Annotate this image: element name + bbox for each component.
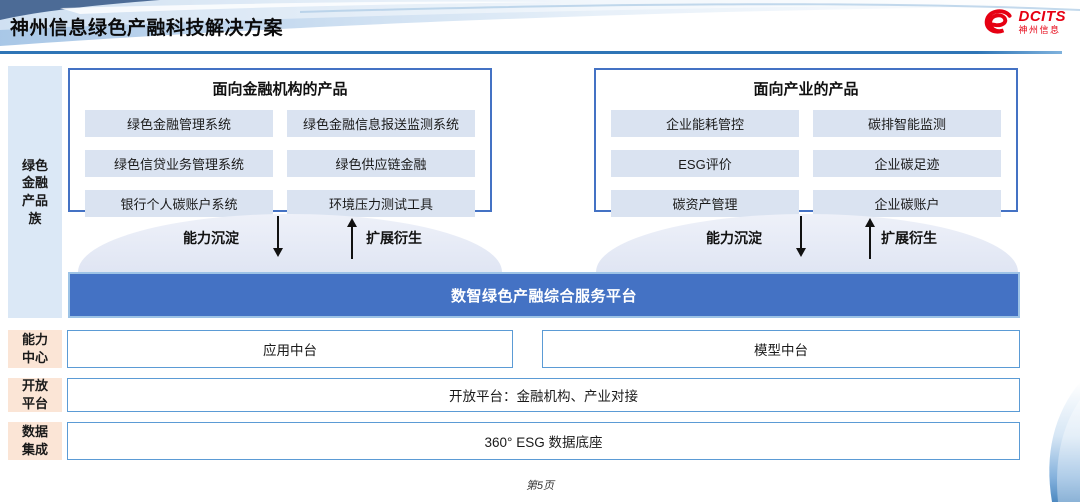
row-label: 模型中台 [754, 343, 808, 358]
sidebar-green-finance-family: 绿色金融产品族 [8, 66, 62, 318]
logo-subtitle: 神州信息 [1018, 25, 1061, 35]
left-dome-decoration [78, 214, 502, 272]
finance-products-box: 面向金融机构的产品 绿色金融管理系统 绿色金融信息报送监测系统 绿色信贷业务管理… [68, 68, 492, 217]
app-middle-platform-box: 应用中台 [67, 330, 513, 368]
row-label: 应用中台 [263, 343, 317, 358]
product-chip: 碳资产管理 [611, 190, 799, 217]
industry-products-box: 面向产业的产品 企业能耗管控 碳排智能监测 ESG评价 企业碳足迹 碳资产管理 … [594, 68, 1018, 217]
platform-bar: 数智绿色产融综合服务平台 [68, 272, 1020, 318]
platform-title: 数智绿色产融综合服务平台 [450, 287, 637, 305]
right-extend-label: 扩展衍生 [881, 230, 937, 246]
company-logo: DCITS 神州信息 [981, 7, 1067, 37]
finance-box-grid: 绿色金融管理系统 绿色金融信息报送监测系统 绿色信贷业务管理系统 绿色供应链金融… [70, 110, 490, 217]
product-chip: 企业碳账户 [813, 190, 1001, 217]
sidebar-data-integration: 数据集成 [8, 422, 62, 460]
model-middle-platform-box: 模型中台 [542, 330, 1020, 368]
product-chip: 银行个人碳账户系统 [85, 190, 273, 217]
title-underline [0, 51, 1062, 54]
product-chip: ESG评价 [611, 150, 799, 177]
dcits-swirl-icon [984, 9, 1012, 34]
sidebar-label: 绿色金融产品族 [21, 157, 48, 226]
esg-data-base-box: 360° ESG 数据底座 [67, 422, 1020, 460]
sidebar-open-platform: 开放平台 [8, 378, 62, 412]
dome-shape [78, 214, 502, 272]
sidebar-label: 能力中心 [21, 332, 48, 365]
product-chip: 碳排智能监测 [813, 110, 1001, 137]
sidebar-capability-center: 能力中心 [8, 330, 62, 368]
left-sink-label: 能力沉淀 [183, 230, 239, 246]
up-arrow-icon [347, 218, 357, 259]
product-chip: 绿色信贷业务管理系统 [85, 150, 273, 177]
right-sink-label: 能力沉淀 [706, 230, 762, 246]
left-extend-label: 扩展衍生 [366, 230, 422, 246]
row-label: 开放平台：金融机构、产业对接 [449, 389, 638, 404]
page-title: 神州信息绿色产融科技解决方案 [10, 18, 284, 39]
dome-shape [596, 214, 1018, 272]
logo-text: DCITS 神州信息 [1019, 9, 1067, 35]
page-number: 第5页 [525, 480, 555, 492]
industry-box-title: 面向产业的产品 [753, 81, 859, 98]
up-arrow-icon [865, 218, 875, 259]
product-chip: 绿色金融信息报送监测系统 [287, 110, 475, 137]
industry-box-grid: 企业能耗管控 碳排智能监测 ESG评价 企业碳足迹 碳资产管理 企业碳账户 [596, 110, 1016, 217]
product-chip: 环境压力测试工具 [287, 190, 475, 217]
row-label: 360° ESG 数据底座 [484, 435, 603, 450]
logo-name: DCITS [1018, 8, 1066, 25]
product-chip: 企业能耗管控 [611, 110, 799, 137]
sidebar-label: 开放平台 [21, 378, 48, 411]
down-arrow-icon [796, 216, 806, 257]
right-dome-decoration [596, 214, 1018, 272]
open-platform-box: 开放平台：金融机构、产业对接 [67, 378, 1020, 412]
sidebar-label: 数据集成 [21, 424, 48, 457]
product-chip: 绿色金融管理系统 [85, 110, 273, 137]
finance-box-title: 面向金融机构的产品 [212, 81, 348, 98]
product-chip: 企业碳足迹 [813, 150, 1001, 177]
product-chip: 绿色供应链金融 [287, 150, 475, 177]
down-arrow-icon [273, 216, 283, 257]
